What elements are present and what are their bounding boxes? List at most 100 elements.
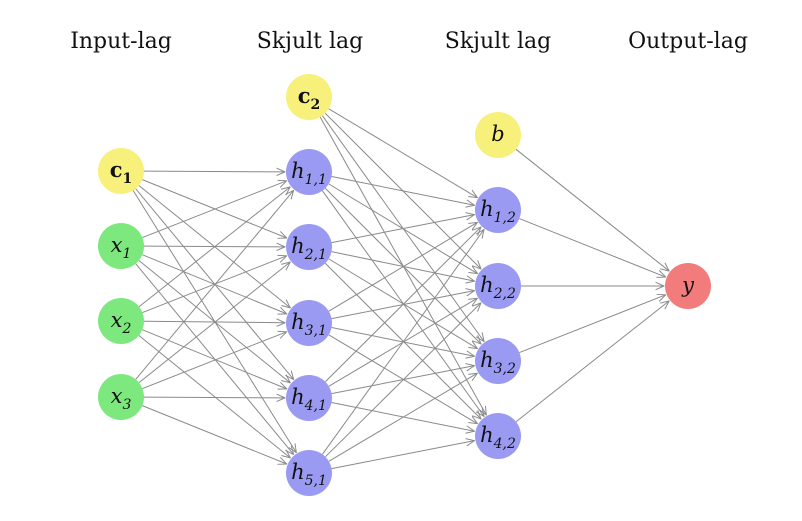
node-label-sub-h11: 1,1 xyxy=(305,172,327,188)
node-label-h12: h1,2 xyxy=(480,197,516,226)
node-label-base-h41: h xyxy=(291,385,305,409)
node-x3: x3 xyxy=(98,374,144,420)
node-h42: h4,2 xyxy=(475,413,521,459)
layer-titles: Input-lag Skjult lag Skjult lag Output-l… xyxy=(70,29,748,54)
edge-x2-to-h21 xyxy=(142,256,286,314)
node-h51: h5,1 xyxy=(286,450,332,496)
node-label-base-h31: h xyxy=(291,310,305,334)
node-h41: h4,1 xyxy=(286,375,332,421)
node-label-x2: x2 xyxy=(111,308,132,337)
node-h21: h2,1 xyxy=(286,224,332,270)
node-label-sub-h42: 4,2 xyxy=(493,436,516,452)
node-label-sub-h41: 4,1 xyxy=(304,398,327,414)
node-circle-c2 xyxy=(286,74,332,120)
node-b: b xyxy=(475,112,521,158)
node-circle-h32 xyxy=(475,338,521,384)
edge-x2-to-h11 xyxy=(138,187,290,308)
edge-x3-to-h51 xyxy=(142,405,286,464)
node-circle-y xyxy=(665,263,711,309)
edge-x3-to-h41 xyxy=(143,397,285,398)
node-label-h51: h5,1 xyxy=(291,460,327,489)
node-label-h22: h2,2 xyxy=(480,273,516,302)
node-circle-h22 xyxy=(475,263,521,309)
node-label-c2: c2 xyxy=(298,83,321,113)
edge-h51-to-h42 xyxy=(331,441,475,470)
node-c1: c1 xyxy=(98,148,144,194)
node-label-sub-x3: 3 xyxy=(122,397,131,413)
node-circle-x3 xyxy=(98,374,144,420)
node-circle-h12 xyxy=(475,187,521,233)
nodes: c1x1x2x3c2h1,1h2,1h3,1h4,1h5,1bh1,2h2,2h… xyxy=(98,74,711,496)
node-label-sub-c2: 2 xyxy=(311,97,321,113)
edge-x3-to-h31 xyxy=(142,332,286,390)
edge-h51-to-h22 xyxy=(324,303,481,458)
node-circle-c1 xyxy=(98,148,144,194)
node-h22: h2,2 xyxy=(475,263,521,309)
edge-b-to-y xyxy=(515,148,669,271)
node-label-base-h51: h xyxy=(291,460,305,484)
edge-x1-to-h11 xyxy=(142,181,286,239)
node-circle-b xyxy=(475,112,521,158)
node-label-x3: x3 xyxy=(111,384,132,413)
node-circle-h41 xyxy=(286,375,332,421)
node-label-base-y: y xyxy=(681,273,695,297)
node-label-base-x2: x xyxy=(111,308,123,332)
node-label-base-c1: c xyxy=(110,157,123,182)
node-label-sub-h51: 5,1 xyxy=(305,473,327,489)
node-circle-x2 xyxy=(98,298,144,344)
node-label-base-h42: h xyxy=(480,423,494,447)
node-label-sub-h31: 3,1 xyxy=(305,323,327,339)
node-x1: x1 xyxy=(98,223,144,269)
node-circle-h11 xyxy=(286,149,332,195)
edge-h41-to-h12 xyxy=(324,227,481,383)
node-label-sub-h22: 2,2 xyxy=(493,286,516,302)
node-label-base-h21: h xyxy=(291,234,305,258)
node-y: y xyxy=(665,263,711,309)
node-x2: x2 xyxy=(98,298,144,344)
edge-h42-to-y xyxy=(515,301,669,423)
edge-h51-to-h12 xyxy=(322,229,484,455)
node-label-sub-h21: 2,1 xyxy=(304,247,327,263)
node-circle-x1 xyxy=(98,223,144,269)
edge-h31-to-h12 xyxy=(328,222,478,312)
edge-h51-to-h32 xyxy=(328,373,478,462)
node-label-base-h12: h xyxy=(480,197,494,221)
node-label-base-h11: h xyxy=(291,159,305,183)
node-label-sub-x2: 2 xyxy=(121,321,131,337)
node-circle-h42 xyxy=(475,413,521,459)
node-h31: h3,1 xyxy=(286,300,332,346)
node-label-base-h32: h xyxy=(480,348,494,372)
node-label-base-c2: c xyxy=(298,83,311,108)
edge-h11-to-h12 xyxy=(331,176,475,206)
edge-c1-to-h11 xyxy=(143,171,285,172)
node-label-x1: x1 xyxy=(111,233,132,262)
edge-x3-to-h11 xyxy=(135,190,294,380)
edge-x3-to-h21 xyxy=(138,262,290,384)
node-label-y: y xyxy=(681,273,695,297)
node-label-sub-x1: 1 xyxy=(122,246,131,262)
node-h12: h1,2 xyxy=(475,187,521,233)
layer-title-input: Input-lag xyxy=(70,29,172,54)
node-circle-h51 xyxy=(286,450,332,496)
node-label-h42: h4,2 xyxy=(480,423,516,452)
edge-h21-to-h12 xyxy=(331,215,475,244)
edge-c2-to-h12 xyxy=(328,108,478,198)
node-label-h21: h2,1 xyxy=(291,234,327,263)
layer-title-hidden-1: Skjult lag xyxy=(257,29,364,54)
node-label-base-x3: x xyxy=(111,384,123,408)
node-circle-h21 xyxy=(286,224,332,270)
node-label-h41: h4,1 xyxy=(291,385,327,414)
edges xyxy=(132,108,669,470)
layer-title-output: Output-lag xyxy=(628,29,748,54)
node-label-c1: c1 xyxy=(110,157,133,187)
node-label-b: b xyxy=(491,122,504,146)
node-h32: h3,2 xyxy=(475,338,521,384)
node-label-sub-h12: 1,2 xyxy=(494,210,516,226)
layer-title-hidden-2: Skjult lag xyxy=(445,29,552,54)
node-label-h32: h3,2 xyxy=(480,348,516,377)
node-label-h31: h3,1 xyxy=(291,310,327,339)
node-label-sub-c1: 1 xyxy=(123,171,133,187)
node-c2: c2 xyxy=(286,74,332,120)
edge-x2-to-h41 xyxy=(142,329,287,389)
node-h11: h1,1 xyxy=(286,149,332,195)
